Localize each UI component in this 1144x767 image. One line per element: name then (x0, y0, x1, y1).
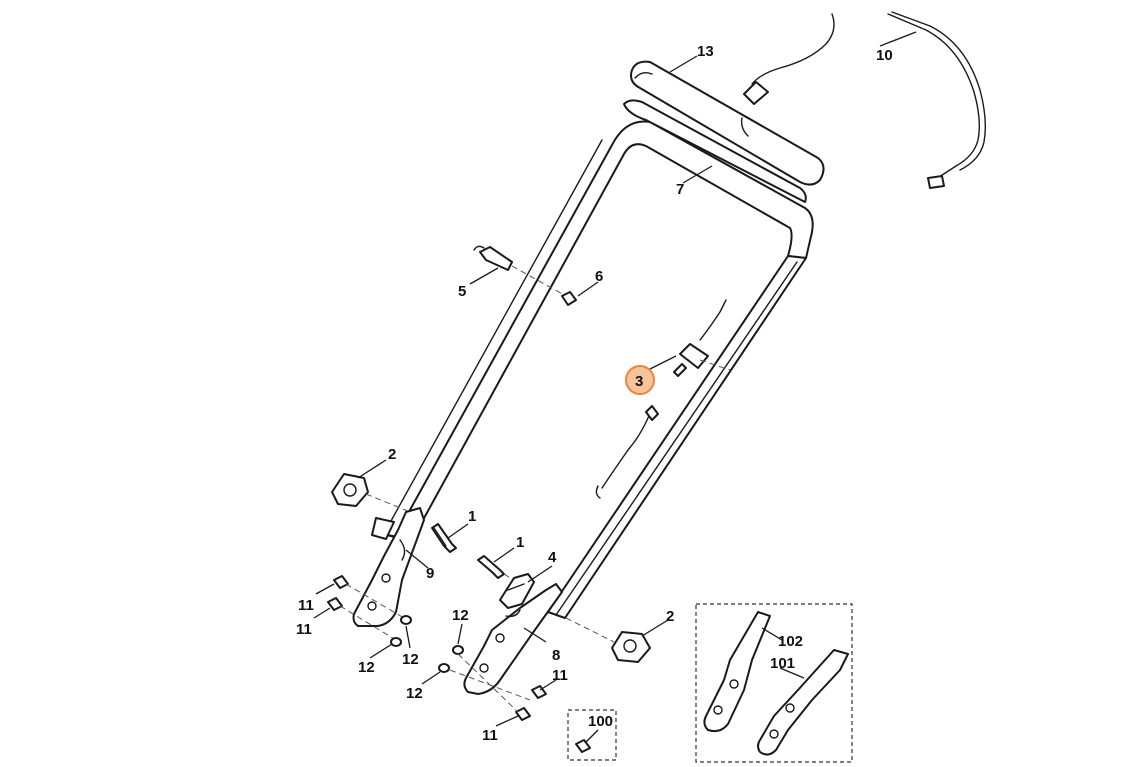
callout-101: 101 (770, 655, 795, 672)
callout-7: 7 (676, 181, 684, 198)
washer-12-b (390, 637, 402, 647)
nut-6 (561, 291, 577, 306)
callout-3-highlight (625, 365, 655, 395)
callout-11-d: 11 (482, 727, 498, 744)
callout-labels: 13 10 7 5 6 3 2 1 1 4 9 8 2 11 11 12 12 … (296, 43, 893, 744)
callout-9: 9 (426, 565, 434, 582)
washer-12-a (400, 615, 412, 625)
callout-100: 100 (588, 713, 613, 730)
callout-11-b: 11 (296, 621, 312, 638)
bolt-5 (473, 245, 567, 297)
screw-11-b (327, 597, 397, 641)
cover-4 (499, 573, 535, 609)
washer-12-c (452, 645, 464, 655)
callout-2-left: 2 (388, 446, 396, 463)
control-cable-10 (743, 11, 987, 189)
callout-2-right: 2 (666, 608, 674, 625)
screw-11-d (457, 653, 531, 721)
callout-11-c: 11 (552, 667, 568, 684)
screw-11-a (333, 575, 405, 619)
callout-102: 102 (778, 633, 803, 650)
callout-12-d: 12 (406, 685, 423, 702)
leader-lines (313, 31, 917, 743)
handle-frame-7 (371, 99, 814, 619)
callout-13: 13 (697, 43, 714, 60)
callout-12-a: 12 (358, 659, 375, 676)
handle-grip-13 (630, 60, 825, 186)
callout-10: 10 (876, 47, 893, 64)
callout-6: 6 (595, 268, 603, 285)
callout-3: 3 (635, 373, 643, 390)
callout-11-a: 11 (298, 597, 314, 614)
cable-clip-3 (595, 299, 731, 499)
callout-5: 5 (458, 283, 466, 300)
group-101-102 (695, 603, 853, 763)
bracket-8 (463, 583, 563, 695)
callout-1-upper: 1 (468, 508, 476, 525)
screw-11-c (531, 685, 547, 699)
knob-2-left (331, 473, 411, 513)
callout-12-b: 12 (402, 651, 419, 668)
bracket-9 (352, 507, 425, 627)
callout-4: 4 (548, 549, 557, 566)
callout-1-lower: 1 (516, 534, 524, 551)
group-100 (567, 709, 617, 761)
callout-8: 8 (552, 647, 560, 664)
bolt-1-upper (431, 523, 457, 553)
callout-12-c: 12 (452, 607, 469, 624)
knob-2-right (565, 617, 651, 663)
